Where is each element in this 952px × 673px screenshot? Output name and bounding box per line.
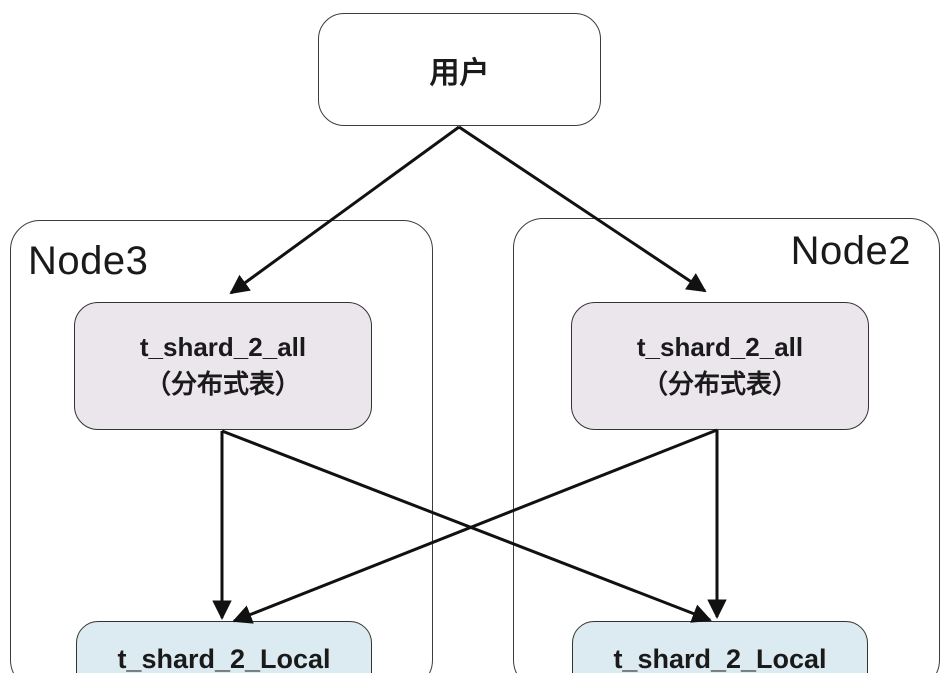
node2-local-table-box: t_shard_2_Local xyxy=(572,621,868,673)
node2-label: Node2 xyxy=(790,229,911,273)
node3-distributed-table-name: t_shard_2_all xyxy=(139,332,307,362)
node3-label: Node3 xyxy=(28,239,149,283)
node3-container: Node3 t_shard_2_all （分布式表） t_shard_2_Loc… xyxy=(10,220,433,673)
node2-distributed-table-box: t_shard_2_all （分布式表） xyxy=(571,302,869,430)
node3-distributed-table-type: （分布式表） xyxy=(144,369,301,399)
node3-local-table-box: t_shard_2_Local xyxy=(76,621,372,673)
user-node-label: 用户 xyxy=(429,56,490,90)
node2-local-table-name: t_shard_2_Local xyxy=(613,644,827,673)
node3-distributed-table-box: t_shard_2_all （分布式表） xyxy=(74,302,372,430)
node2-distributed-table-name: t_shard_2_all xyxy=(636,332,804,362)
node2-distributed-table-type: （分布式表） xyxy=(641,369,798,399)
user-node-box: 用户 xyxy=(318,13,601,126)
node3-local-table-name: t_shard_2_Local xyxy=(117,644,331,673)
node2-container: Node2 t_shard_2_all （分布式表） t_shard_2_Loc… xyxy=(513,218,940,673)
